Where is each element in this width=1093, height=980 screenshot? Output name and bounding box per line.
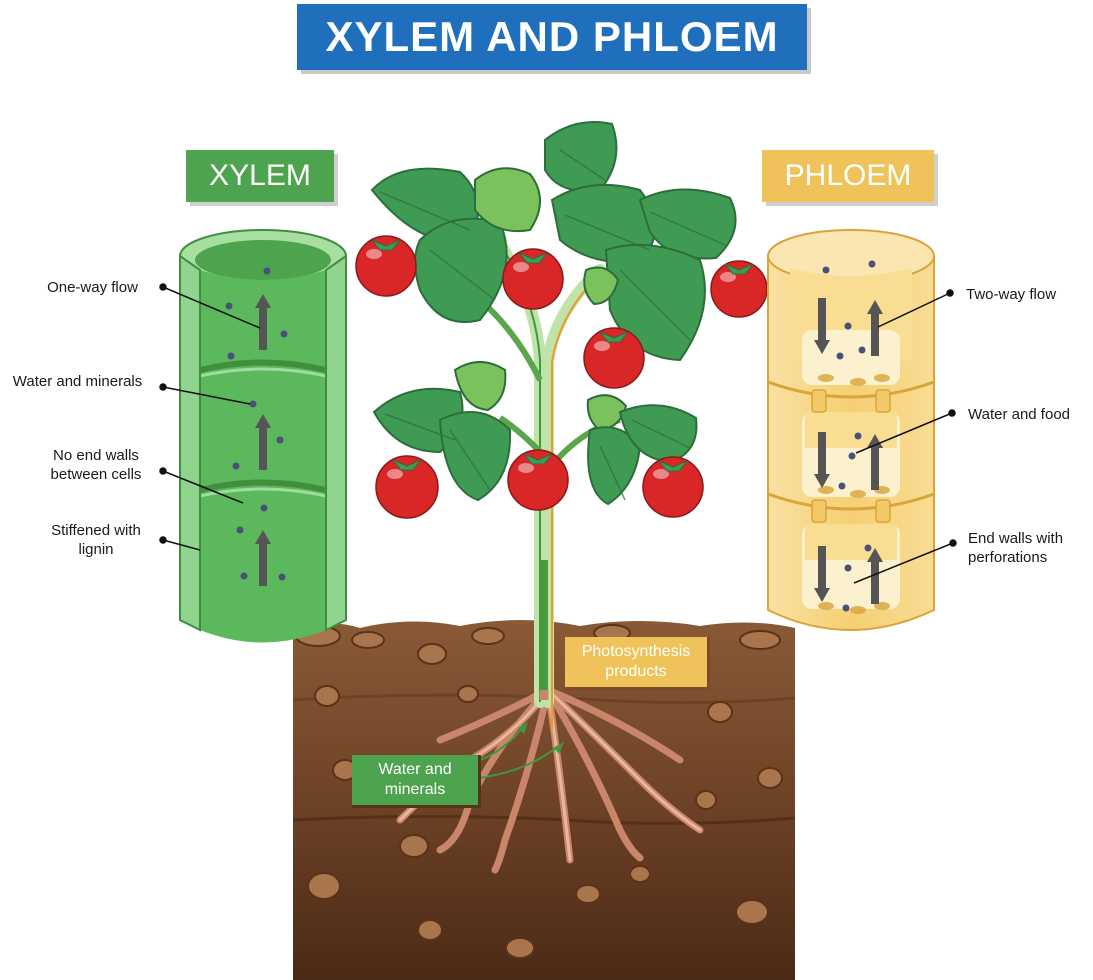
label-stiffened-lignin: Stiffened with lignin (51, 522, 141, 558)
phloem-heading: PHLOEM (762, 150, 934, 202)
leaves (370, 121, 737, 506)
photosynthesis-products-text: Photosynthesis products (581, 643, 691, 680)
water-minerals-root-label: Water and minerals (352, 755, 481, 808)
label-end-walls-perforations: End walls with perforations (968, 530, 1064, 566)
pointer-lines (159, 283, 957, 584)
label-xylem-water-minerals: Water and minerals (12, 373, 143, 390)
xylem-heading: XYLEM (186, 150, 334, 202)
title-banner: XYLEM AND PHLOEM (297, 4, 807, 70)
label-water-and-food: Water and food (968, 406, 1071, 423)
tomatoes (355, 235, 768, 519)
label-two-way-flow: Two-way flow (966, 286, 1057, 303)
page-title: XYLEM AND PHLOEM (325, 13, 779, 60)
water-minerals-root-text: Water and minerals (378, 761, 452, 798)
label-one-way-flow: One-way flow (47, 279, 138, 296)
label-no-end-walls: No end walls between cells (50, 447, 142, 483)
phloem-heading-text: PHLOEM (784, 159, 912, 192)
xylem-heading-text: XYLEM (209, 159, 311, 192)
root-flow-arrows (479, 702, 564, 779)
photosynthesis-products-label: Photosynthesis products (565, 637, 710, 690)
phloem-tube (767, 229, 935, 631)
xylem-tube (179, 229, 347, 643)
